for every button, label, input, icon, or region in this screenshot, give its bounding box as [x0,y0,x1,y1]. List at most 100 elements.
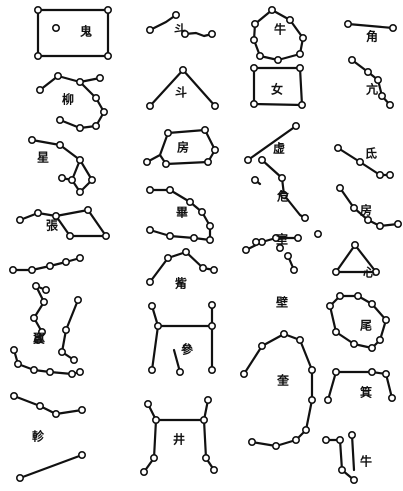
star-marker [200,265,206,271]
star-marker [285,253,291,259]
star-marker [69,177,75,183]
star-marker [149,303,155,309]
star-marker [333,369,339,375]
star-marker [173,12,179,18]
star-marker [77,157,83,163]
constellation-line [20,455,82,478]
star-marker [151,455,157,461]
label-bi-net: 畢 [176,206,188,220]
star-marker [103,233,109,239]
star-marker [281,331,287,337]
star-marker [387,102,393,108]
star-marker [243,247,249,253]
star-marker [203,455,209,461]
star-marker [297,65,303,71]
constellation-line [38,10,108,56]
star-marker [147,103,153,109]
star-marker [201,417,207,423]
star-marker [153,417,159,423]
star-marker [365,69,371,75]
label-zhen: 軫 [32,429,45,444]
star-marker [75,297,81,303]
label-fang-mid: 房 [177,140,189,155]
star-marker [259,343,265,349]
star-marker [29,137,35,143]
star-marker [35,53,41,59]
label-fang-right: 房 [360,203,372,218]
constellation-line [20,210,106,236]
star-marker [275,57,281,63]
star-marker [69,371,75,377]
label-liu: 柳 [62,92,74,107]
star-marker [297,337,303,343]
star-marker [325,397,331,403]
constellation-line [244,334,312,446]
star-marker [47,263,53,269]
label-shen: 參 [181,342,194,357]
star-marker [395,221,401,227]
star-marker [249,439,255,445]
star-marker [167,233,173,239]
label-dou-top: 斗 [174,23,186,37]
constellation-line [14,396,82,414]
star-marker [55,73,61,79]
star-marker [212,147,218,153]
star-marker [43,287,49,293]
star-marker [15,361,21,367]
star-marker [167,187,173,193]
constellation-line [13,258,80,270]
star-marker [205,397,211,403]
constellation-line [150,15,176,30]
constellation-line [152,326,158,370]
star-marker [257,53,263,59]
star-marker [309,367,315,373]
constellation-line [326,440,354,480]
star-marker [252,177,258,183]
star-marker [53,411,59,417]
star-marker [369,301,375,307]
star-marker [369,369,375,375]
star-marker [77,369,83,375]
star-marker [147,227,153,233]
star-marker [302,215,308,221]
star-marker [351,477,357,483]
star-marker [202,127,208,133]
constellation-line [144,420,156,472]
star-marker [377,172,383,178]
star-marker [211,267,217,273]
star-marker [105,53,111,59]
star-marker [335,145,341,151]
star-marker [177,369,183,375]
star-marker [251,65,257,71]
star-marker [245,157,251,163]
label-jiao: 角 [366,29,378,44]
star-marker [309,397,315,403]
constellation-line [348,24,393,28]
label-gui: 鬼 [80,24,92,39]
star-marker [273,443,279,449]
star-marker [57,117,63,123]
star-marker [147,279,153,285]
star-marker [144,159,150,165]
star-marker [31,315,37,321]
star-marker [383,317,389,323]
star-marker [251,101,257,107]
star-marker [212,103,218,109]
star-marker [41,299,47,305]
star-marker [63,259,69,265]
constellation-line [328,372,336,400]
star-marker [155,323,161,329]
star-marker [327,303,333,309]
star-marker [379,93,385,99]
star-marker [77,125,83,131]
label-wei-danger: 危 [276,189,289,204]
star-marker [57,142,63,148]
star-marker [241,371,247,377]
star-marker [355,293,361,299]
star-marker [299,102,305,108]
star-marker [63,327,69,333]
label-dou-mid: 斗 [175,86,187,100]
label-jing: 井 [173,432,185,447]
star-marker [269,7,275,13]
star-marker [77,189,83,195]
